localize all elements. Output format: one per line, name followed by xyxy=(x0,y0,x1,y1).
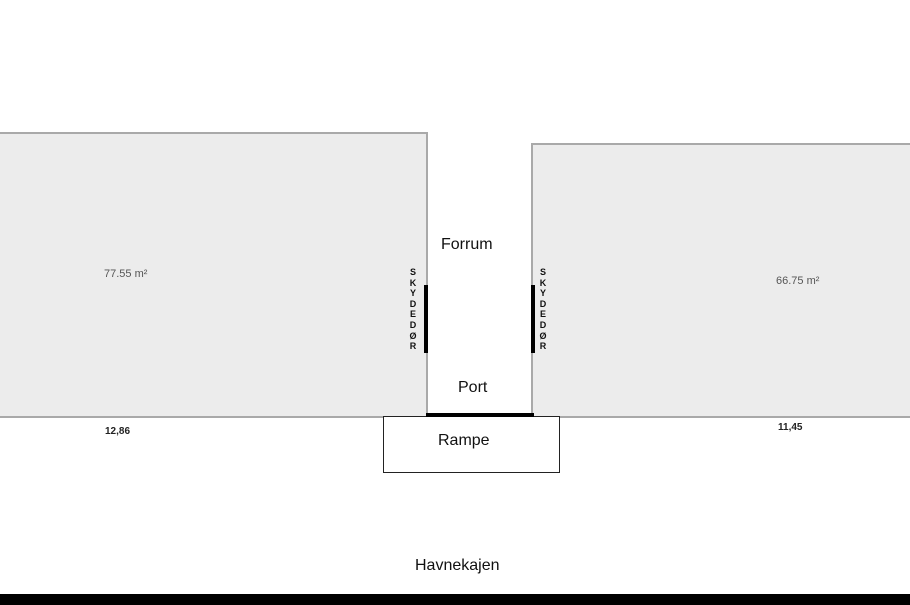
port-label: Port xyxy=(458,379,488,396)
room-left-width-label: 12,86 xyxy=(105,426,131,437)
sliding-door-right xyxy=(531,285,535,353)
rampe-label: Rampe xyxy=(438,432,490,449)
sliding-door-left xyxy=(424,285,428,353)
room-right-width-label: 11,45 xyxy=(778,422,803,433)
forrum-label: Forrum xyxy=(441,236,493,253)
sliding-door-left-label: SKYDEDØR xyxy=(409,267,417,352)
room-left xyxy=(0,132,428,418)
room-right-area: 66.75 m² xyxy=(776,275,820,287)
room-left-area: 77.55 m² xyxy=(104,268,148,280)
sliding-door-right-label: SKYDEDØR xyxy=(539,267,547,352)
bottom-edge-bar xyxy=(0,594,910,605)
havnekajen-label: Havnekajen xyxy=(415,557,500,574)
room-right xyxy=(531,143,910,418)
port-door xyxy=(426,413,534,417)
